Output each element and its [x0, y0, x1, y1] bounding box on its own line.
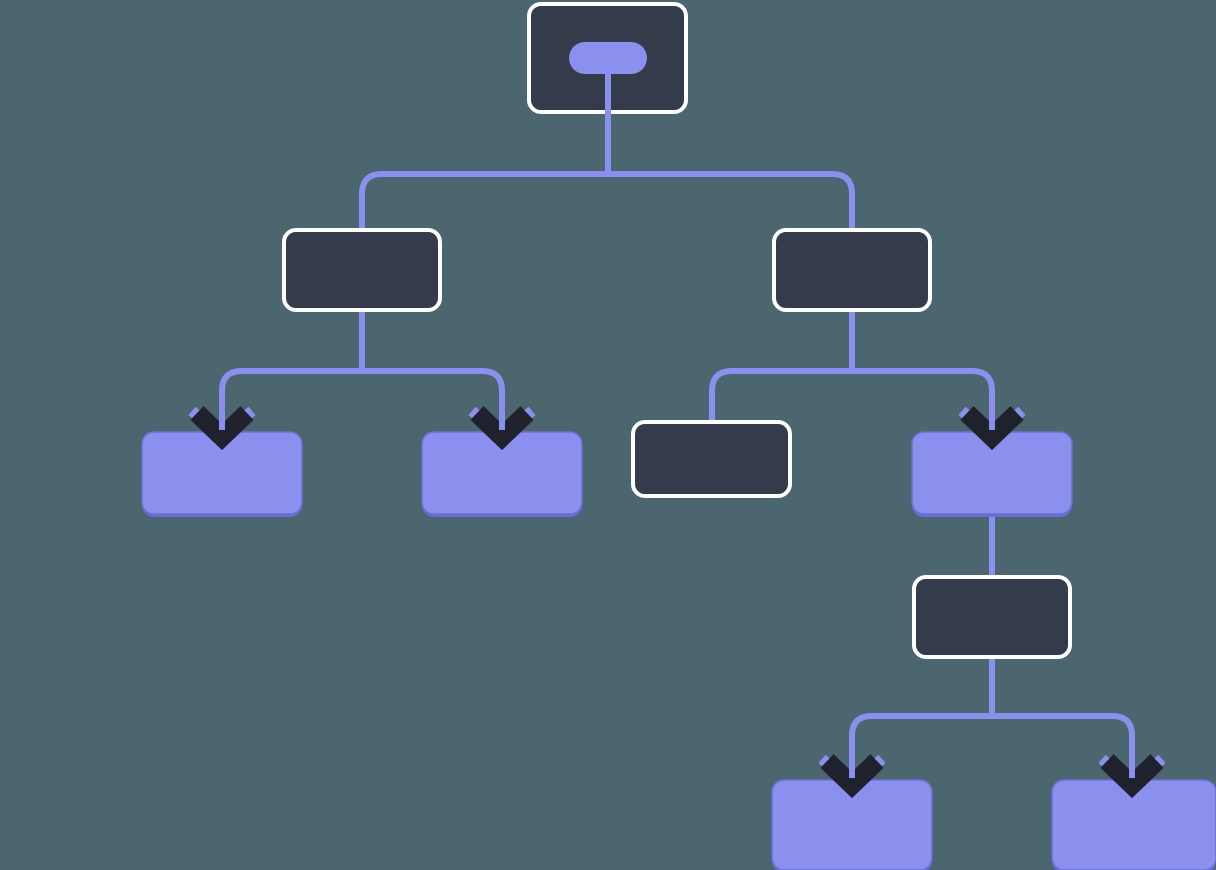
- node-body: [912, 575, 1072, 659]
- chevron-dark-icon: [960, 406, 1024, 451]
- arrowhead-arrow-leaf-b: [468, 398, 536, 451]
- node-root[interactable]: [527, 2, 688, 114]
- edge-right-bus-to-leaf-c: [709, 368, 852, 420]
- edge-deep-bus-to-leaf-e: [849, 713, 992, 780]
- edge-left-bus-to-leaf-b: [362, 368, 505, 432]
- node-body: [631, 420, 792, 498]
- chevron-dark-icon: [820, 754, 884, 799]
- node-body: [772, 228, 932, 312]
- node-branch-right[interactable]: [772, 228, 932, 312]
- node-leaf-f[interactable]: [1051, 779, 1216, 870]
- edge-right-bus-to-leaf-d: [852, 368, 995, 432]
- node-layer: [141, 2, 1216, 870]
- node-leaf-e[interactable]: [771, 779, 933, 870]
- node-branch-left[interactable]: [282, 228, 442, 312]
- node-branch-deep[interactable]: [912, 575, 1072, 659]
- arrowhead-layer: [188, 398, 1166, 799]
- chevron-dark-icon: [190, 406, 254, 451]
- chevron-dark-icon: [470, 406, 534, 451]
- edge-bus-to-branch-left: [359, 171, 608, 228]
- node-body: [282, 228, 442, 312]
- pill-icon: [569, 42, 647, 74]
- arrowhead-arrow-leaf-e: [818, 746, 886, 799]
- chevron-dark-icon: [1100, 754, 1164, 799]
- edge-deep-bus-to-leaf-f: [992, 713, 1135, 780]
- node-leaf-a[interactable]: [141, 431, 303, 517]
- edge-left-bus-to-leaf-a: [219, 368, 362, 432]
- arrowhead-arrow-leaf-d: [958, 398, 1026, 451]
- arrowhead-arrow-leaf-f: [1098, 746, 1166, 799]
- node-leaf-c-dark[interactable]: [631, 420, 792, 498]
- edge-bus-to-branch-right: [608, 171, 855, 228]
- pill-stem-icon: [605, 58, 611, 114]
- arrowhead-arrow-leaf-a: [188, 398, 256, 451]
- node-leaf-d[interactable]: [911, 431, 1073, 517]
- node-leaf-b[interactable]: [421, 431, 583, 517]
